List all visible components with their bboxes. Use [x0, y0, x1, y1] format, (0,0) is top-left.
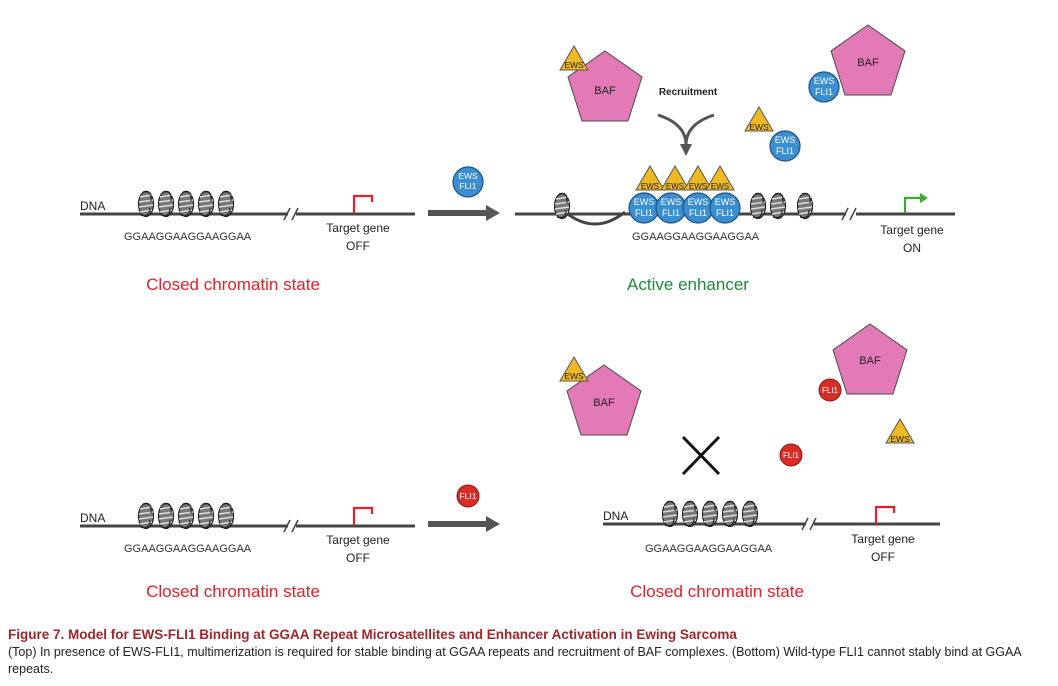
- free-ews-fli1-2: EWS EWS FLI1: [744, 106, 801, 162]
- bottom-left-sequence: GGAAGGAAGGAAGGAA: [124, 543, 252, 555]
- baf-complex-with-ews-bottom: BAF EWS: [559, 356, 642, 436]
- top-left-panel: DNA GGAAGGAAGGAAGGAA Target gene OFF Clo…: [80, 190, 415, 294]
- transition-arrow-icon: [428, 205, 500, 221]
- top-right-state: Active enhancer: [627, 275, 749, 294]
- multimer-ews-label-4: EWS: [715, 197, 736, 207]
- ews-fli1-multimer: EWS EWS EWS EWS EWS FLI1 EWS FLI1 EWS FL…: [628, 165, 741, 224]
- top-transition: EWS FLI1: [428, 166, 500, 221]
- multimer-fli1-label-4: FLI1: [716, 208, 734, 218]
- arrow-protein-fli1-only: FLI1: [459, 491, 476, 501]
- free-ews: EWS: [885, 418, 915, 444]
- bottom-left-dna-label: DNA: [80, 511, 105, 525]
- bottom-left-state: Closed chromatin state: [146, 582, 320, 601]
- multimer-fli1-label-3: FLI1: [689, 208, 707, 218]
- baf-label-4: BAF: [859, 355, 881, 367]
- multimer-ews-label-2: EWS: [661, 197, 682, 207]
- top-right-panel: EWS EWS EWS EWS EWS FLI1 EWS FLI1 EWS FL…: [515, 24, 955, 294]
- arrow-protein-ews: EWS: [458, 171, 478, 181]
- free-fli1-label-2: FLI1: [776, 146, 794, 156]
- free-fli1: FLI1: [779, 443, 803, 467]
- gene-on-arrowhead: [920, 193, 928, 203]
- bottom-right-target-off: OFF: [871, 550, 895, 564]
- multimer-ews-label-3: EWS: [688, 197, 709, 207]
- multimer-ews-1: EWS: [641, 182, 659, 191]
- dna-break-mark: [283, 519, 299, 533]
- top-left-sequence: GGAAGGAAGGAAGGAA: [124, 231, 252, 243]
- caption-body: (Top) In presence of EWS-FLI1, multimeri…: [8, 645, 1021, 676]
- baf-ews-label: EWS: [564, 60, 584, 70]
- free-ews-label-2: EWS: [775, 135, 796, 145]
- bottom-transition: FLI1: [428, 484, 500, 532]
- bottom-right-target-gene: Target gene: [851, 532, 915, 546]
- recruitment-arrow-icon: [657, 113, 715, 146]
- baf-label-2: BAF: [857, 57, 879, 69]
- no-binding-x-icon: [681, 435, 721, 476]
- top-left-state: Closed chromatin state: [146, 275, 320, 294]
- bottom-left-gene-off-icon: [352, 506, 374, 525]
- free-ews-label: EWS: [814, 76, 835, 86]
- bottom-left-panel: DNA GGAAGGAAGGAAGGAA Target gene OFF Clo…: [80, 502, 415, 601]
- baf-complex-with-ews: BAF EWS: [559, 45, 643, 122]
- free-fli1-label: FLI1: [815, 87, 833, 97]
- bottom-right-dna-label: DNA: [603, 509, 628, 523]
- bottom-right-sequence: GGAAGGAAGGAAGGAA: [645, 543, 773, 555]
- bottom-right-gene-off-icon: [874, 505, 896, 524]
- free-ews-bottom-label: EWS: [890, 434, 910, 444]
- multimer-ews-label-1: EWS: [634, 197, 655, 207]
- baf-ews-label-bottom: EWS: [564, 371, 584, 381]
- transition-arrow-icon: [428, 516, 500, 532]
- free-ews-tri-label: EWS: [749, 122, 769, 132]
- multimer-fli1-label-2: FLI1: [662, 208, 680, 218]
- top-right-target-on: ON: [903, 241, 921, 255]
- dna-break-mark: [283, 207, 299, 221]
- multimer-fli1-label-1: FLI1: [635, 208, 653, 218]
- top-right-gene-on-icon: [903, 196, 922, 213]
- baf-complex-with-fli1: BAF FLI1: [818, 323, 908, 402]
- top-right-target-gene: Target gene: [880, 223, 944, 237]
- figure-caption: Figure 7. Model for EWS-FLI1 Binding at …: [8, 626, 1050, 678]
- baf-label-1: BAF: [594, 85, 616, 97]
- multimer-ews-4: EWS: [711, 182, 729, 191]
- diagram-canvas: DNA GGAAGGAAGGAAGGAA Target gene OFF Clo…: [80, 24, 955, 601]
- dna-break-mark: [841, 207, 857, 221]
- dna-break-mark: [801, 517, 817, 531]
- unwound-dna: [564, 210, 626, 226]
- recruitment-arrow-head: [680, 144, 692, 156]
- free-ews-fli1: EWS FLI1: [808, 71, 840, 103]
- arrow-protein-fli1: FLI1: [459, 181, 476, 191]
- top-left-target-off: OFF: [346, 239, 370, 253]
- baf-label-3: BAF: [593, 397, 615, 409]
- multimer-ews-3: EWS: [689, 182, 707, 191]
- top-dna-label: DNA: [80, 199, 105, 213]
- top-left-target-gene: Target gene: [326, 221, 390, 235]
- top-left-gene-off-icon: [352, 194, 374, 213]
- bottom-left-target-gene: Target gene: [326, 533, 390, 547]
- free-fli1-bottom-label: FLI1: [783, 451, 800, 460]
- bottom-left-target-off: OFF: [346, 551, 370, 565]
- multimer-ews-2: EWS: [666, 182, 684, 191]
- recruitment-label: Recruitment: [659, 87, 718, 98]
- bottom-right-panel: DNA GGAAGGAAGGAAGGAA Target gene OFF Clo…: [559, 323, 940, 601]
- bottom-right-state: Closed chromatin state: [630, 582, 804, 601]
- baf-fli1-label: FLI1: [822, 386, 839, 395]
- baf-complex: BAF: [830, 24, 906, 96]
- top-right-sequence: GGAAGGAAGGAAGGAA: [632, 231, 760, 243]
- caption-title: Figure 7. Model for EWS-FLI1 Binding at …: [8, 627, 737, 642]
